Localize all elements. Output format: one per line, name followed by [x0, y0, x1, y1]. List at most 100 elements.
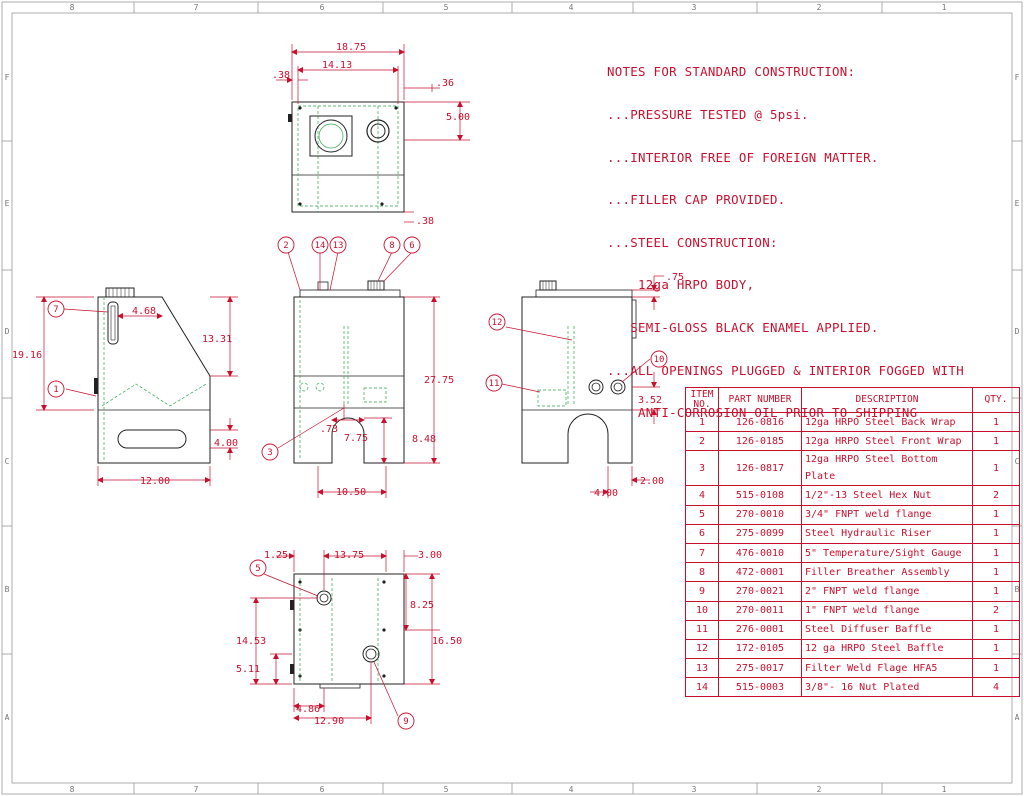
- balloon-13: [329, 236, 347, 254]
- dimension-text: 18.75 14.13 .38 .36 5.00 .38 19.16 4.68 …: [12, 42, 684, 727]
- dim-side-top-width: 4.68: [132, 306, 156, 317]
- bom-qty: 1: [972, 581, 1020, 602]
- zone-row-left-D: D: [5, 327, 10, 336]
- zone-row-left-E: E: [5, 199, 10, 208]
- bom-description: 12ga HRPO Steel Back Wrap: [801, 411, 973, 433]
- bom-description: Steel Hydraulic Riser: [801, 523, 973, 544]
- bom-item: 3: [685, 450, 719, 487]
- front-riser: [367, 280, 385, 291]
- dim-rear-port-height: 3.52: [638, 395, 662, 406]
- bom-item: 5: [685, 504, 719, 525]
- dim-top-height: 5.00: [446, 112, 470, 123]
- note-line: ...FILLER CAP PROVIDED.: [607, 192, 786, 208]
- bom-part: 476-0010: [718, 542, 802, 564]
- bom-description: 1/2"-13 Steel Hex Nut: [801, 485, 973, 506]
- note-line: ...STEEL CONSTRUCTION:: [607, 234, 778, 250]
- balloon-10-label: 10: [654, 355, 665, 365]
- balloon-9: [397, 712, 415, 730]
- bom-item: 7: [685, 542, 719, 564]
- construction-notes: NOTES FOR STANDARD CONSTRUCTION: ...PRES…: [607, 37, 964, 435]
- dim-side-height: 19.16: [12, 350, 42, 361]
- plan-view: [290, 573, 405, 689]
- dim-plan-bottom-1: 4.86: [296, 704, 320, 715]
- bom-item: 10: [685, 600, 719, 621]
- zone-col-bottom-2: 2: [817, 785, 822, 794]
- bom-description: 5" Temperature/Sight Gauge: [801, 542, 973, 564]
- balloon-12: [488, 313, 506, 331]
- zone-row-right-E: E: [1015, 199, 1020, 208]
- dim-side-width: 12.00: [140, 476, 170, 487]
- note-line: ...ALL OPENINGS PLUGGED & INTERIOR FOGGE…: [607, 362, 964, 378]
- bom-part: 126-0817: [718, 450, 802, 487]
- filler-cap: [366, 119, 390, 143]
- balloon-7-label: 7: [53, 305, 58, 315]
- balloon-1-label: 1: [53, 385, 58, 395]
- balloon-8: [383, 236, 401, 254]
- bom-item: 2: [685, 431, 719, 452]
- rear-port-right: [610, 379, 626, 395]
- frame-zone-labels: 8 7 6 5 4 3 2 1 8 7 6 5 4 3 2 1 F E D C …: [5, 3, 1020, 794]
- bom-qty: 1: [972, 450, 1020, 487]
- bom-description: 3/4" FNPT weld flange: [801, 504, 973, 525]
- bom-qty: 1: [972, 504, 1020, 525]
- zone-col-top-1: 1: [942, 3, 947, 12]
- bom-qty: 1: [972, 638, 1020, 660]
- balloon-leaders: [63, 251, 651, 717]
- dimension-lines: [36, 44, 664, 724]
- bom-item: 6: [685, 523, 719, 544]
- zone-row-left-A: A: [5, 713, 10, 722]
- bom-part: 172-0105: [718, 638, 802, 660]
- bom-description: 3/8"- 16 Nut Plated: [801, 677, 973, 698]
- dim-side-slot-height: 4.00: [214, 438, 238, 449]
- bom-header-part: PART NUMBER: [718, 387, 802, 413]
- balloons: [47, 236, 668, 730]
- bom-qty: 1: [972, 542, 1020, 564]
- bom-description: Filter Weld Flage HFA5: [801, 658, 973, 679]
- bom-header-description: DESCRIPTION: [801, 387, 973, 413]
- zone-col-top-4: 4: [569, 3, 574, 12]
- zone-col-top-3: 3: [692, 3, 697, 12]
- bom-qty: 1: [972, 431, 1020, 452]
- bom-part: 126-0816: [718, 411, 802, 433]
- dim-plan-right-2: 16.50: [432, 636, 462, 647]
- bom-qty: 1: [972, 658, 1020, 679]
- dim-plan-bottom-2: 12.90: [314, 716, 344, 727]
- sight-gauge: [107, 301, 119, 345]
- zone-col-bottom-6: 6: [320, 785, 325, 794]
- balloon-3: [261, 443, 279, 461]
- bom-part: 126-0185: [718, 431, 802, 452]
- balloon-5: [249, 559, 267, 577]
- bom-description: 1" FNPT weld flange: [801, 600, 973, 621]
- bom-item: 4: [685, 485, 719, 506]
- bom-part: 275-0099: [718, 523, 802, 544]
- bom-item: 11: [685, 619, 719, 640]
- bom-item: 13: [685, 658, 719, 679]
- dim-rear-leg-offset: 2.00: [640, 476, 664, 487]
- dim-top-width: 18.75: [336, 42, 366, 53]
- bom-header-item: ITEM NO.: [685, 387, 719, 413]
- dim-rear-top-offset: .75: [666, 272, 684, 283]
- dim-plan-right: 3.00: [418, 550, 442, 561]
- dim-plan-right-1: 8.25: [410, 600, 434, 611]
- bom-description: 12ga HRPO Steel Front Wrap: [801, 431, 973, 452]
- zone-col-top-5: 5: [444, 3, 449, 12]
- zone-col-bottom-4: 4: [569, 785, 574, 794]
- bom-qty: 1: [972, 619, 1020, 640]
- balloon-2-label: 2: [283, 241, 288, 251]
- zone-row-left-F: F: [5, 73, 10, 82]
- zone-row-right-D: D: [1015, 327, 1020, 336]
- dim-front-cut-height: 8.48: [412, 434, 436, 445]
- balloon-14: [311, 236, 329, 254]
- balloon-labels: 2 14 13 8 6 7 1 3 12 11 10 5 9: [53, 241, 664, 727]
- dim-front-cut-width: 7.75: [344, 433, 368, 444]
- balloon-6-label: 6: [409, 241, 414, 251]
- bom-part: 270-0011: [718, 600, 802, 621]
- balloon-14-label: 14: [315, 241, 326, 251]
